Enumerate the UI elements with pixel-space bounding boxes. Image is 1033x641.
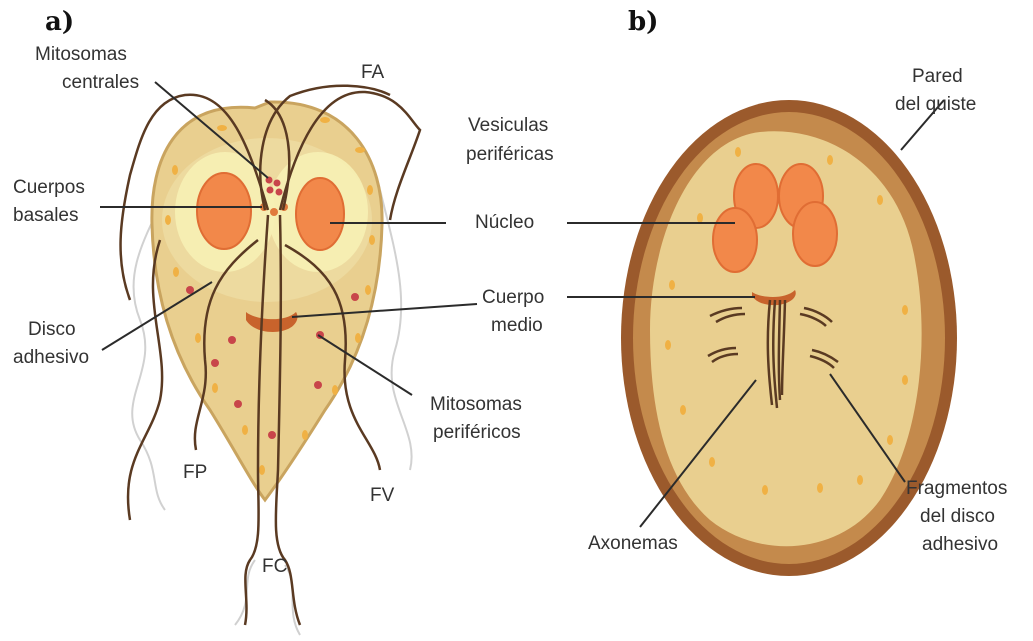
label-pared-2: del quiste: [895, 94, 976, 115]
label-cuerpos-basales-2: basales: [13, 205, 79, 226]
label-cuerpos-basales-1: Cuerpos: [13, 177, 85, 198]
trophozoite-illustration: [121, 86, 420, 635]
label-disco-adhesivo-1: Disco: [28, 319, 76, 340]
label-fc: FC: [262, 556, 287, 577]
label-mitosomas-perifericos-1: Mitosomas: [430, 394, 522, 415]
label-fv: FV: [370, 485, 395, 506]
label-mitosomas-perifericos-2: periféricos: [433, 422, 521, 443]
panel-label-b: b): [628, 7, 658, 37]
label-nucleo: Núcleo: [475, 212, 534, 233]
label-cuerpo-medio-1: Cuerpo: [482, 287, 544, 308]
label-fp: FP: [183, 462, 207, 483]
nucleus-left: [197, 173, 251, 249]
label-cuerpo-medio-2: medio: [491, 315, 543, 336]
label-fa: FA: [361, 62, 385, 83]
label-fragmentos-2: del disco: [920, 506, 995, 527]
panel-label-a: a): [45, 7, 74, 37]
label-mitosomas-centrales-2: centrales: [62, 72, 139, 93]
label-axonemas: Axonemas: [588, 533, 678, 554]
label-disco-adhesivo-2: adhesivo: [13, 347, 89, 368]
nucleus-right: [296, 178, 344, 250]
cyst-illustration: [621, 100, 957, 576]
label-mitosomas-centrales-1: Mitosomas: [35, 44, 127, 65]
label-vesiculas-1: Vesiculas: [468, 115, 548, 136]
label-fragmentos-1: Fragmentos: [906, 478, 1007, 499]
label-pared-1: Pared: [912, 66, 963, 87]
label-fragmentos-3: adhesivo: [922, 534, 998, 555]
label-vesiculas-2: periféricas: [466, 144, 554, 165]
